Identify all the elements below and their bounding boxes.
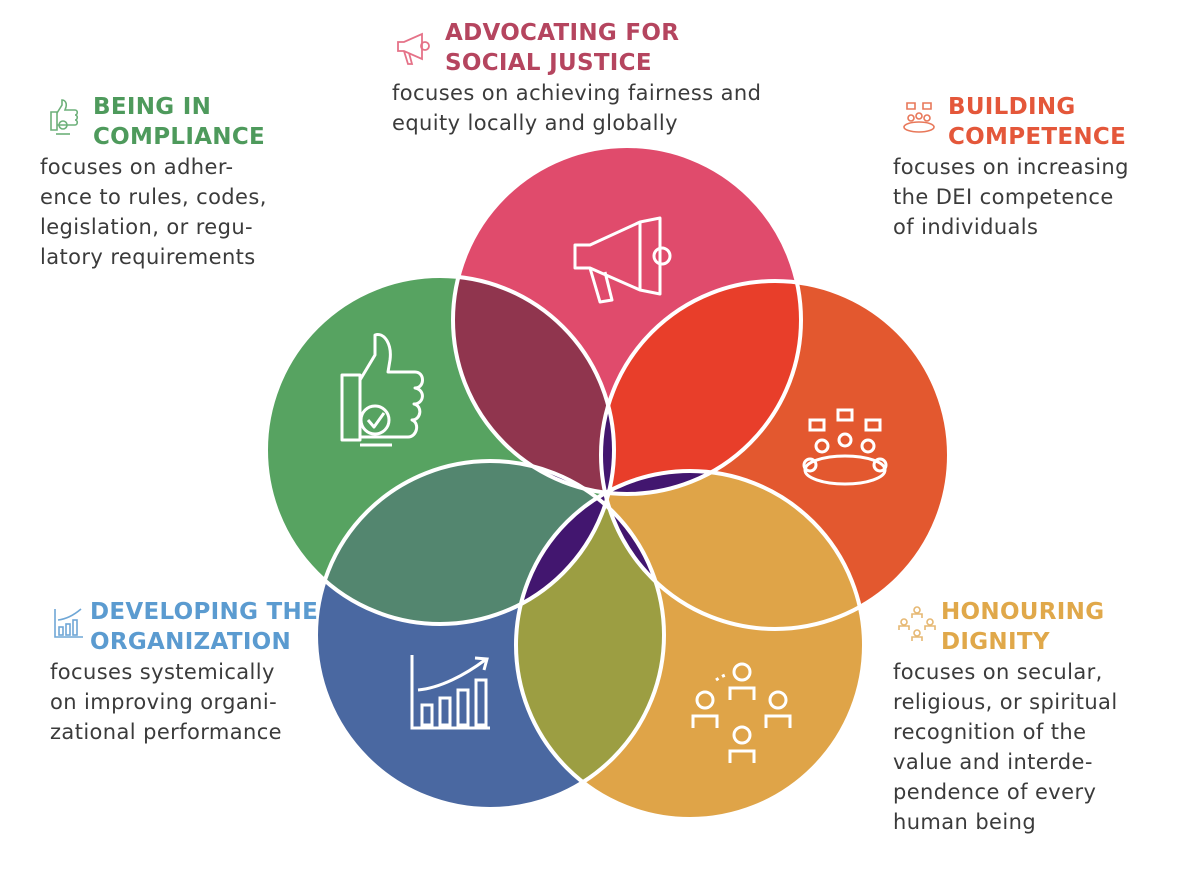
section-organization: DEVELOPING THE ORGANIZATION focuses syste… [50, 597, 318, 747]
section-compliance: BEING IN COMPLIANCE focuses on adher-ence… [40, 92, 267, 272]
megaphone-icon [397, 32, 430, 65]
section-social-justice: ADVOCATING FOR SOCIAL JUSTICE focuses on … [392, 18, 761, 138]
title-line: ORGANIZATION [90, 629, 292, 655]
organization-title: DEVELOPING THE ORGANIZATION [90, 597, 318, 657]
section-competence: BUILDING COMPETENCE focuses on increasing… [893, 92, 1129, 242]
compliance-description: focuses on adher-ence to rules, codes, le… [40, 152, 267, 272]
desc-line: focuses on adher- [40, 155, 234, 179]
desc-line: on improving organi- [50, 690, 278, 714]
social-justice-title: ADVOCATING FOR SOCIAL JUSTICE [445, 18, 761, 78]
title-line: ADVOCATING FOR [445, 20, 680, 46]
title-line: COMPETENCE [948, 124, 1127, 150]
people-circle-icon [691, 662, 792, 763]
desc-line: the DEI competence [893, 185, 1114, 209]
desc-line: of individuals [893, 215, 1039, 239]
desc-line: zational performance [50, 720, 282, 744]
desc-line: legislation, or regu- [40, 215, 254, 239]
title-line: HONOURING [941, 599, 1105, 625]
title-line: BEING IN [93, 94, 212, 120]
desc-line: value and interde- [893, 750, 1093, 774]
title-line: COMPLIANCE [93, 124, 266, 150]
circle-outlines [264, 144, 951, 821]
desc-line: ence to rules, codes, [40, 185, 267, 209]
growth-chart-icon [54, 608, 83, 638]
desc-line: recognition of the [893, 720, 1087, 744]
desc-line: focuses on achieving fairness and [392, 81, 762, 105]
desc-line: human being [893, 810, 1037, 834]
overlap-compliance-justice [453, 276, 614, 494]
dignity-description: focuses on secular, religious, or spiritu… [893, 657, 1118, 837]
overlap-organization-dignity [516, 471, 664, 809]
desc-line: latory requirements [40, 245, 256, 269]
thumbs-up-check-icon [340, 333, 424, 447]
title-line: BUILDING [948, 94, 1076, 120]
title-line: DEVELOPING THE [90, 599, 319, 625]
organization-description: focuses systemically on improving organi-… [50, 657, 318, 747]
desc-line: focuses on secular, [893, 660, 1103, 684]
thumbs-up-check-icon [50, 99, 79, 135]
people-circle-icon [898, 606, 936, 641]
desc-line: pendence of every [893, 780, 1097, 804]
title-line: SOCIAL JUSTICE [445, 50, 652, 76]
competence-title: BUILDING COMPETENCE [948, 92, 1129, 152]
compliance-title: BEING IN COMPLIANCE [93, 92, 267, 152]
competence-description: focuses on increasing the DEI competence o… [893, 152, 1129, 242]
desc-line: focuses systemically [50, 660, 275, 684]
section-dignity: HONOURING DIGNITY focuses on secular, reli… [893, 597, 1118, 837]
desc-line: religious, or spiritual [893, 690, 1118, 714]
title-line: DIGNITY [941, 629, 1050, 655]
social-justice-description: focuses on achieving fairness and equity … [392, 78, 761, 138]
team-meeting-icon [802, 408, 888, 486]
growth-chart-icon [410, 655, 490, 730]
megaphone-icon [573, 216, 672, 304]
desc-line: focuses on increasing [893, 155, 1129, 179]
dignity-title: HONOURING DIGNITY [941, 597, 1118, 657]
desc-line: equity locally and globally [392, 111, 678, 135]
team-meeting-icon [903, 102, 935, 133]
